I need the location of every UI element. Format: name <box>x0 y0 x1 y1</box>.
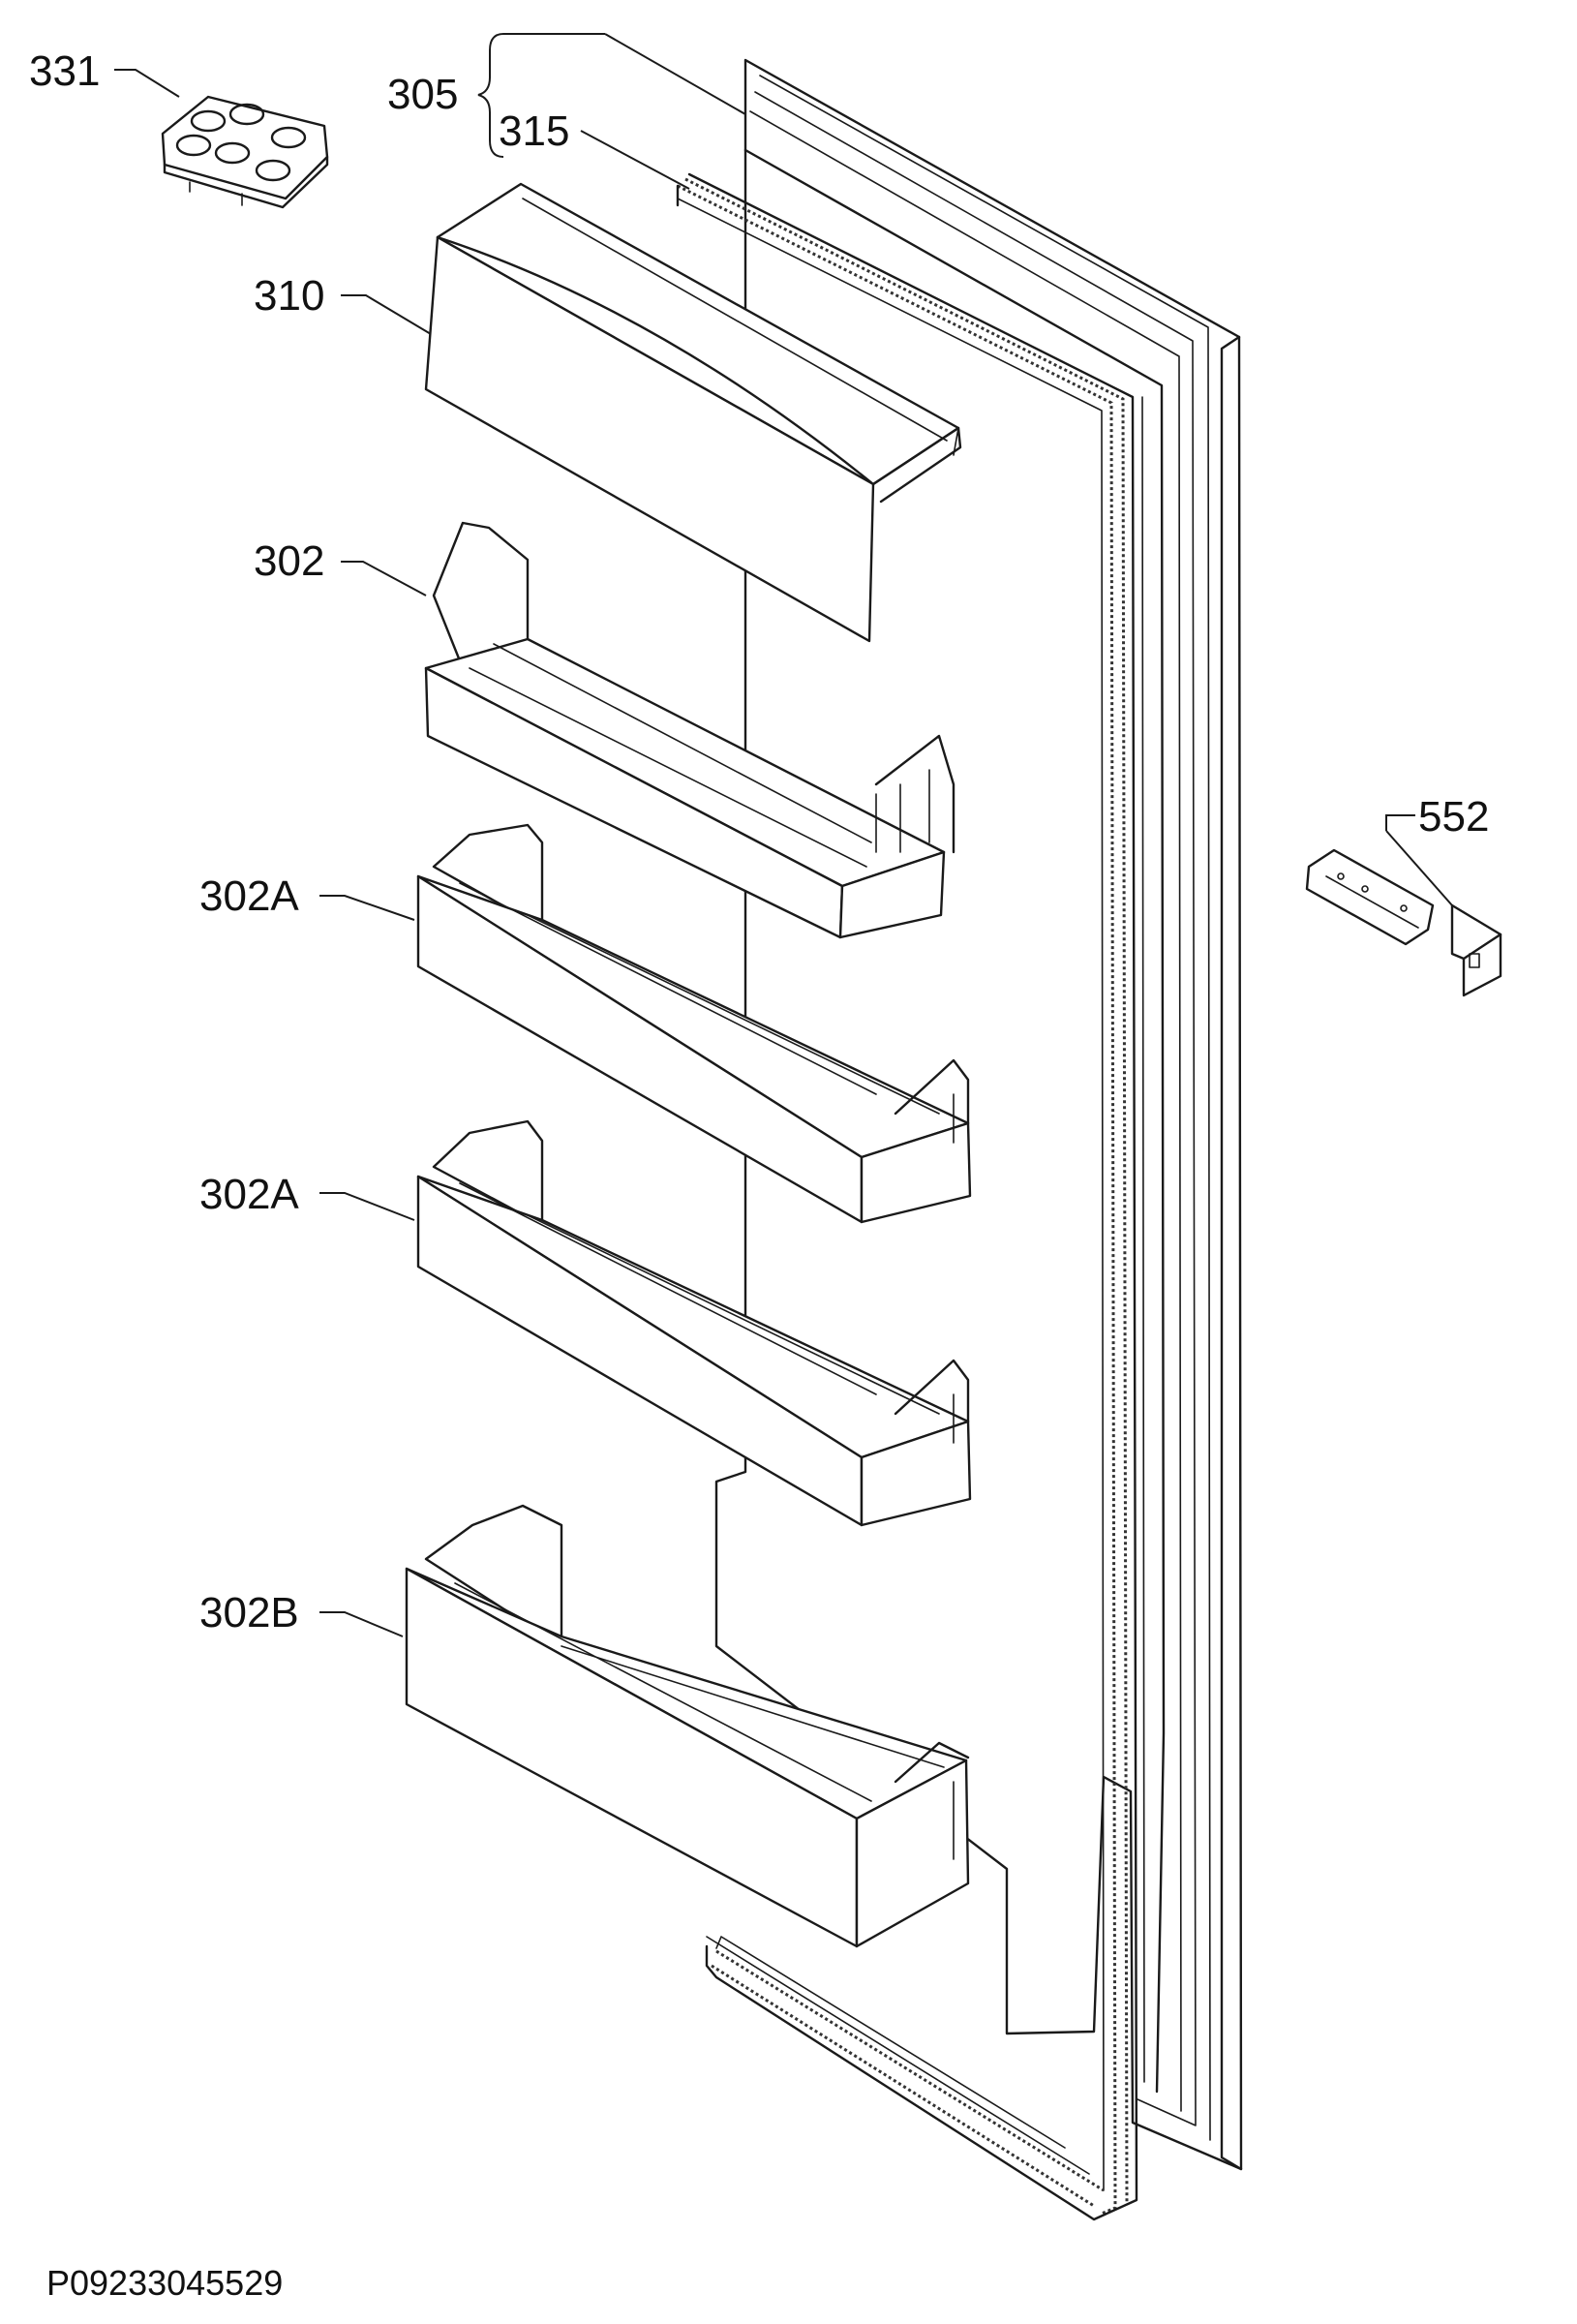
egg-tray <box>161 95 329 209</box>
middle-shelf-a-1 <box>416 823 972 1224</box>
door-inner-liner <box>743 148 1166 2094</box>
label-302b: 302B <box>199 1589 299 1636</box>
door-inner-liner-edge <box>1141 396 1145 2083</box>
leader-lines <box>114 33 1415 1637</box>
door-inner-rim-1 <box>759 75 1211 2141</box>
middle-shelf-a-2 <box>416 1119 972 1527</box>
hinge <box>1305 830 1502 997</box>
door-right-edge <box>1220 335 1243 2171</box>
gasket <box>676 172 1138 2221</box>
label-315: 315 <box>499 107 569 155</box>
dairy-cover <box>424 182 962 643</box>
upper-shelf <box>424 521 955 939</box>
door-bottom-rail <box>715 1936 1066 2149</box>
label-331: 331 <box>29 47 100 95</box>
label-305: 305 <box>387 71 458 118</box>
door-inner-rim-3 <box>749 110 1182 2112</box>
label-310: 310 <box>254 272 324 320</box>
label-302a-upper: 302A <box>199 872 299 920</box>
bottle-shelf <box>405 1504 970 1948</box>
label-552: 552 <box>1418 793 1489 841</box>
document-id: P09233045529 <box>46 2263 283 2303</box>
label-302a-lower: 302A <box>199 1171 299 1218</box>
label-302: 302 <box>254 537 324 585</box>
door-inner-rim-2 <box>754 91 1197 2126</box>
